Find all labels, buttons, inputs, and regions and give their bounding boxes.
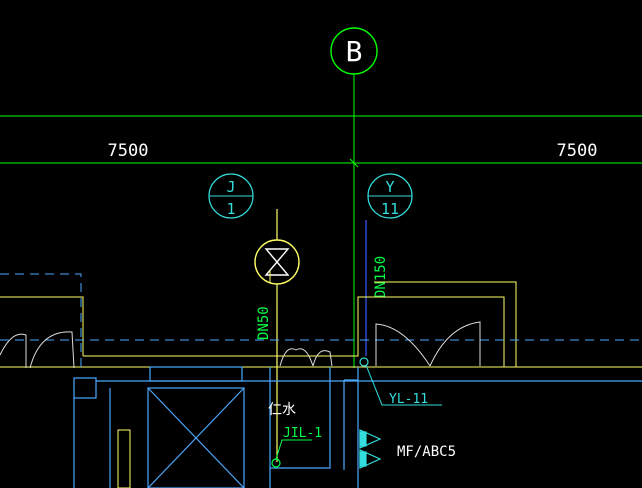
column-mark (117, 429, 131, 488)
extinguisher-label[interactable]: MF/ABC5 (397, 444, 456, 460)
doors[interactable] (0, 321, 481, 369)
pipe-size-dn150[interactable]: DN150 (373, 256, 389, 298)
wall-outline[interactable] (0, 270, 642, 368)
callout-jil1[interactable]: JIL-1 (271, 426, 322, 468)
axis-bubble-label: B (346, 35, 363, 68)
callout-jil1-text: JIL-1 (283, 426, 322, 441)
riser-tag-y11-top: Y (385, 178, 394, 196)
riser-tag-y11[interactable]: Y 11 (367, 173, 413, 219)
callout-yl11-text: YL-11 (389, 392, 428, 407)
riser-tag-j1-top: J (226, 178, 235, 196)
dimension-text-right[interactable]: 7500 (557, 141, 598, 161)
riser-tag-j1-bottom: 1 (226, 200, 235, 218)
axis-bubble[interactable]: B (330, 27, 378, 75)
callout-yl11[interactable]: YL-11 (359, 357, 442, 407)
riser-tag-j1[interactable]: J 1 (208, 173, 254, 219)
gate-valve-icon[interactable] (254, 239, 300, 285)
dimension-lines (0, 115, 642, 168)
dashed-lines (0, 273, 642, 368)
dimension-text-left[interactable]: 7500 (108, 141, 149, 161)
fixture-tag[interactable]: 仁水 (268, 402, 296, 418)
pipe-size-dn50[interactable]: DN50 (256, 306, 272, 340)
fire-extinguisher-icon[interactable] (359, 429, 382, 469)
riser-tag-y11-bottom: 11 (381, 200, 399, 218)
structure-lines (73, 366, 642, 488)
